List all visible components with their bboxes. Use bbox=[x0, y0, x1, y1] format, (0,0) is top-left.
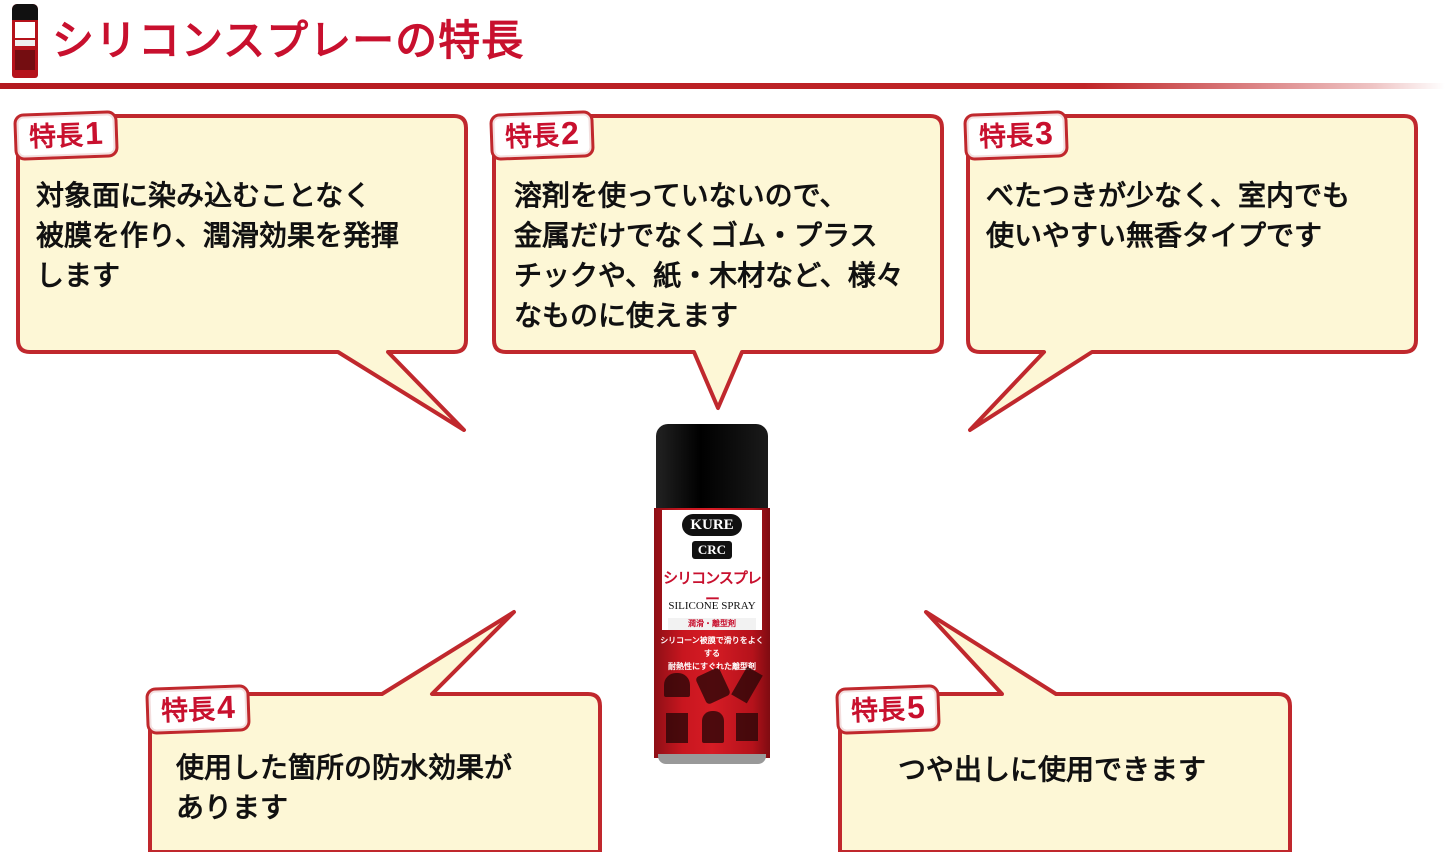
product-name-jp: シリコンスプレー bbox=[663, 569, 762, 608]
page-header: シリコンスプレーの特長 bbox=[0, 0, 1445, 95]
can-cap bbox=[656, 424, 768, 508]
feature-text-1: 対象面に染み込むことなく 被膜を作り、潤滑効果を発揮 します bbox=[36, 179, 399, 292]
feature-bubble-3: 特長3 べたつきが少なく、室内でも 使いやすい無香タイプです bbox=[950, 100, 1445, 440]
feature-tag-number: 5 bbox=[906, 688, 926, 726]
sub-brand-logo: CRC bbox=[692, 541, 732, 559]
feature-tag-5: 特長5 bbox=[835, 684, 941, 735]
feature-tag-3: 特長3 bbox=[963, 110, 1069, 161]
machine-icon bbox=[736, 713, 758, 741]
feature-tag-number: 4 bbox=[216, 688, 236, 726]
usage-icons bbox=[662, 666, 763, 749]
cabinet-icon bbox=[666, 713, 688, 743]
feature-tag-label: 特長 bbox=[504, 120, 560, 154]
feature-tag-number: 2 bbox=[560, 114, 580, 152]
feature-text-3: べたつきが少なく、室内でも 使いやすい無香タイプです bbox=[986, 179, 1351, 252]
feature-tag-4: 特長4 bbox=[145, 684, 251, 735]
header-divider bbox=[0, 83, 1445, 89]
feature-bubble-2: 特長2 溶剤を使っていないので、 金属だけでなくゴム・プラス チックや、紙・木材… bbox=[480, 100, 960, 420]
feature-tag-label: 特長 bbox=[850, 694, 906, 728]
feature-text-5: つや出しに使用できます bbox=[898, 753, 1207, 786]
feature-bubble-4: 特長4 使用した箇所の防水効果が あります bbox=[130, 600, 610, 852]
feature-bubble-1: 特長1 対象面に染み込むことなく 被膜を作り、潤滑効果を発揮 します bbox=[0, 100, 480, 440]
drill-icon bbox=[694, 666, 732, 706]
product-name-en: SILICONE SPRAY bbox=[668, 600, 756, 612]
product-category: 潤滑・離型剤 bbox=[668, 618, 756, 630]
feature-text-4: 使用した箇所の防水効果が あります bbox=[176, 751, 513, 824]
feature-tag-number: 3 bbox=[1034, 114, 1054, 152]
feature-tag-label: 特長 bbox=[978, 120, 1034, 154]
feature-tag-label: 特長 bbox=[160, 694, 216, 728]
can-base bbox=[658, 754, 766, 764]
rail-icon bbox=[731, 666, 763, 704]
product-description: シリコーン被膜で滑りをよくする 耐熱性にすぐれた離型剤 bbox=[660, 636, 764, 671]
feature-text-2: 溶剤を使っていないので、 金属だけでなくゴム・プラス チックや、紙・木材など、様… bbox=[514, 179, 904, 332]
feature-tag-2: 特長2 bbox=[489, 110, 595, 161]
spray-can-icon bbox=[12, 4, 38, 78]
product-image: KURE CRC シリコンスプレー SILICONE SPRAY 潤滑・離型剤 … bbox=[654, 424, 770, 764]
brand-logo: KURE bbox=[682, 514, 742, 536]
page-title: シリコンスプレーの特長 bbox=[52, 16, 525, 65]
feature-bubble-5: 特長5 つや出しに使用できます bbox=[820, 600, 1300, 852]
feature-tag-1: 特長1 bbox=[13, 110, 119, 161]
chair-icon bbox=[702, 711, 724, 743]
feature-tag-number: 1 bbox=[84, 114, 104, 152]
saw-icon bbox=[664, 673, 690, 697]
feature-tag-label: 特長 bbox=[28, 120, 84, 154]
